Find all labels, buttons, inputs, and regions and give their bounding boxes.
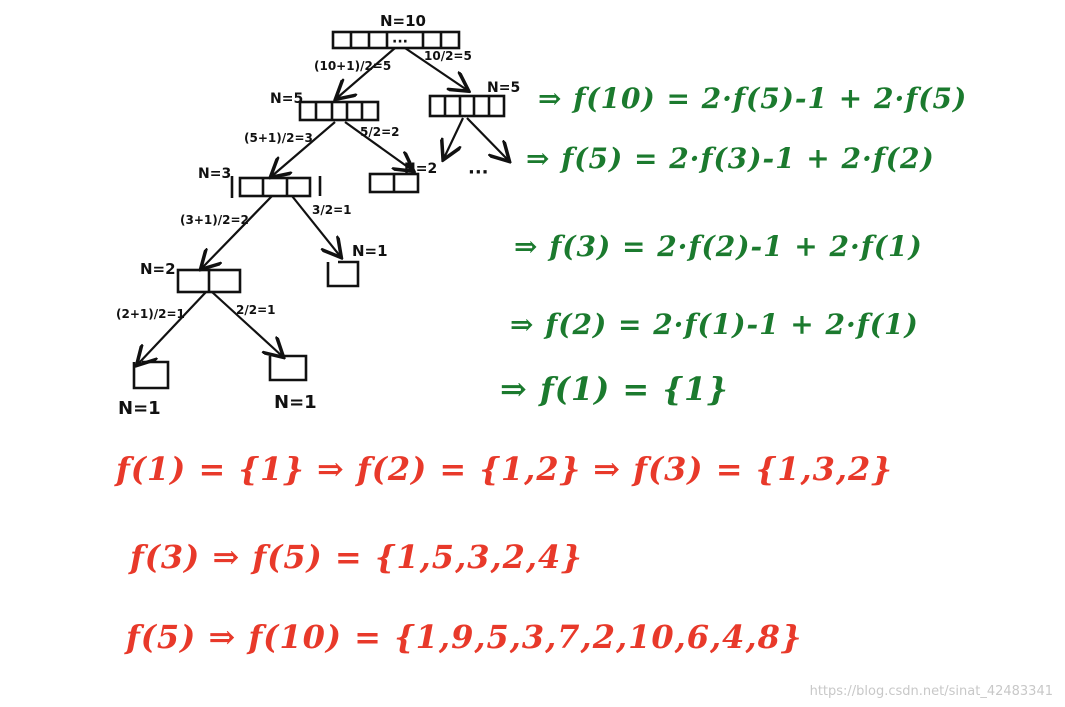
edge-root-l xyxy=(337,47,396,98)
edge-l-ll-label: (5+1)/2=3 xyxy=(244,131,313,145)
node-llr-label: N=1 xyxy=(352,242,388,260)
edge-ll-lll xyxy=(202,195,273,268)
edge-ll-llr-label: 3/2=1 xyxy=(312,203,352,217)
edge-lll-lllr-label: 2/2=1 xyxy=(236,303,276,317)
edge-r-rr xyxy=(466,117,508,160)
green-equation-4: ⇒ f(2) = 2·f(1)-1 + 2·f(1) xyxy=(510,308,919,341)
node-llll xyxy=(132,360,170,390)
edge-l-ll xyxy=(272,121,336,176)
edge-l-lr-label: 5/2=2 xyxy=(360,125,400,139)
edge-ll-llr xyxy=(291,195,340,256)
node-lll xyxy=(176,268,242,294)
node-llr xyxy=(326,260,360,288)
node-l xyxy=(298,100,380,122)
node-lr-label: N=2 xyxy=(404,161,437,177)
red-line-3: f(5) ⇒ f(10) = {1,9,5,3,7,2,10,6,4,8} xyxy=(126,618,803,656)
tree-ellipsis: ··· xyxy=(468,162,489,183)
node-root-ellipsis: ··· xyxy=(392,34,408,50)
edge-r-rl xyxy=(444,117,464,158)
node-ll xyxy=(230,176,322,198)
edge-root-r-label: 10/2=5 xyxy=(424,49,472,63)
green-equation-3: ⇒ f(3) = 2·f(2)-1 + 2·f(1) xyxy=(514,230,923,263)
node-lll-label: N=2 xyxy=(140,260,176,278)
watermark: https://blog.csdn.net/sinat_42483341 xyxy=(809,684,1053,699)
edge-root-r xyxy=(404,47,467,90)
edge-lll-llll-label: (2+1)/2=1 xyxy=(116,307,185,321)
node-r xyxy=(428,94,506,118)
edge-lll-lllr xyxy=(211,291,282,356)
node-l-label: N=5 xyxy=(270,91,303,107)
node-root xyxy=(331,30,461,50)
node-lllr-label: N=1 xyxy=(274,392,317,413)
red-line-2: f(3) ⇒ f(5) = {1,5,3,2,4} xyxy=(130,538,583,576)
edge-ll-lll-label: (3+1)/2=2 xyxy=(180,213,249,227)
node-r-label: N=5 xyxy=(487,80,520,96)
edge-l-lr xyxy=(344,121,412,170)
green-equation-1: ⇒ f(10) = 2·f(5)-1 + 2·f(5) xyxy=(538,82,968,115)
edge-lll-llll xyxy=(138,291,207,364)
node-lllr xyxy=(268,354,308,382)
red-line-1: f(1) = {1} ⇒ f(2) = {1,2} ⇒ f(3) = {1,3,… xyxy=(116,450,893,488)
node-root-label: N=10 xyxy=(380,12,426,30)
node-ll-label: N=3 xyxy=(198,166,231,182)
green-equation-5: ⇒ f(1) = {1} xyxy=(500,370,729,408)
green-equation-2: ⇒ f(5) = 2·f(3)-1 + 2·f(2) xyxy=(526,142,935,175)
node-llll-label: N=1 xyxy=(118,398,161,419)
edge-root-l-label: (10+1)/2=5 xyxy=(314,59,391,73)
node-lr xyxy=(368,172,420,194)
